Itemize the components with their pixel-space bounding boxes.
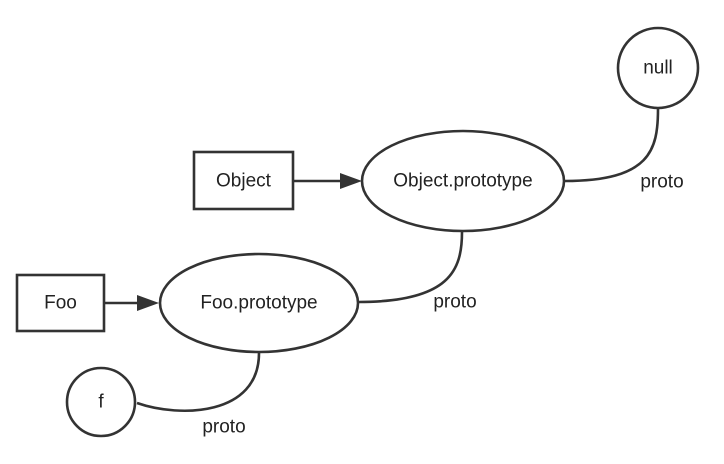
node-foo: Foo: [15, 273, 106, 333]
node-foo-prototype-label: Foo.prototype: [200, 293, 317, 314]
arrowhead-foo-prototype: [137, 295, 159, 311]
node-null-label: null: [643, 58, 673, 79]
edge-label-object-prototype-to-null: proto: [640, 172, 683, 193]
node-foo-label: Foo: [44, 293, 77, 314]
arrowhead-object-prototype: [340, 173, 362, 189]
node-object: Object: [192, 150, 295, 211]
edge-foo-prototype-to-object-prototype: [357, 231, 464, 304]
node-null: null: [616, 26, 700, 110]
edge-label-f-to-foo-prototype: proto: [202, 417, 245, 438]
node-foo-prototype: Foo.prototype: [158, 252, 360, 354]
edges: [105, 108, 660, 412]
node-object-prototype: Object.prototype: [360, 129, 566, 233]
node-f: f: [65, 366, 137, 438]
node-object-prototype-label: Object.prototype: [393, 171, 532, 192]
edge-label-foo-prototype-to-object-prototype: proto: [433, 292, 476, 313]
node-f-label: f: [98, 392, 104, 413]
edge-f-to-foo-prototype: [136, 352, 261, 412]
edge-object-prototype-to-null: [564, 108, 660, 183]
node-object-label: Object: [216, 171, 272, 192]
